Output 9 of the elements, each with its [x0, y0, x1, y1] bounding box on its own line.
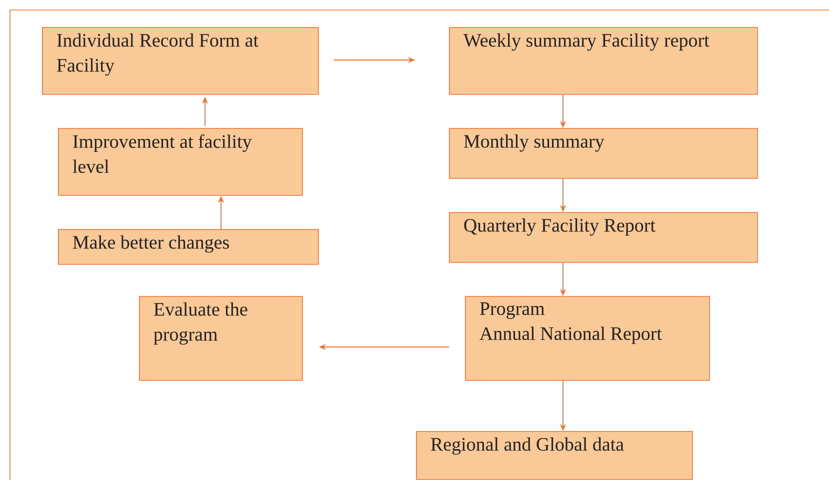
process-box: Quarterly Facility Report: [449, 212, 758, 263]
process-box: Monthly summary: [449, 128, 758, 179]
process-box: Weekly summary Facility report: [449, 27, 758, 95]
process-box: Program Annual National Report: [465, 296, 710, 381]
process-box: Individual Record Form at Facility: [42, 27, 319, 95]
process-box: Improvement at facility level: [58, 128, 303, 196]
process-box: Regional and Global data: [416, 431, 693, 480]
process-box: Make better changes: [58, 229, 319, 265]
process-box: Evaluate the program: [139, 296, 303, 381]
